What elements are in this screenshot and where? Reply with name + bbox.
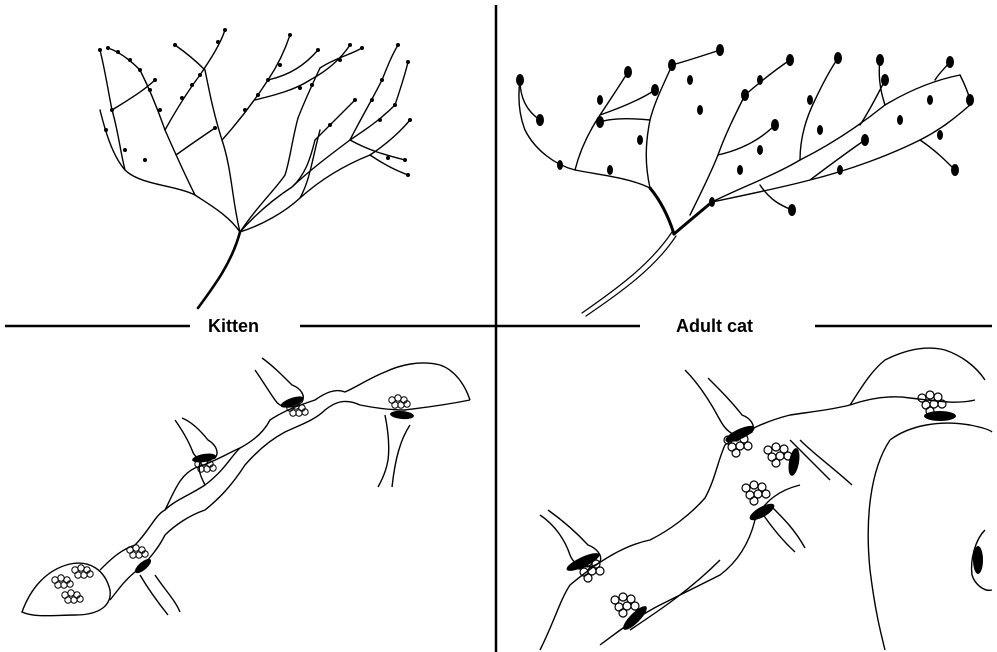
kitten-vesicle-clusters — [52, 395, 410, 603]
adult-synapse-boutons — [540, 370, 852, 567]
kitten-axon-segment — [22, 363, 470, 616]
adult-axon-segments — [540, 348, 992, 650]
kitten-synapse-boutons — [140, 358, 410, 615]
kitten-panel-label: Kitten — [208, 316, 259, 336]
kitten-arbor-varicosities — [98, 28, 412, 177]
adult-cat-panel-label: Adult cat — [676, 316, 753, 336]
adult-arbor-boutons — [516, 44, 974, 216]
kitten-axon-arbor — [100, 30, 410, 308]
kitten-synaptic-densities — [133, 394, 415, 575]
